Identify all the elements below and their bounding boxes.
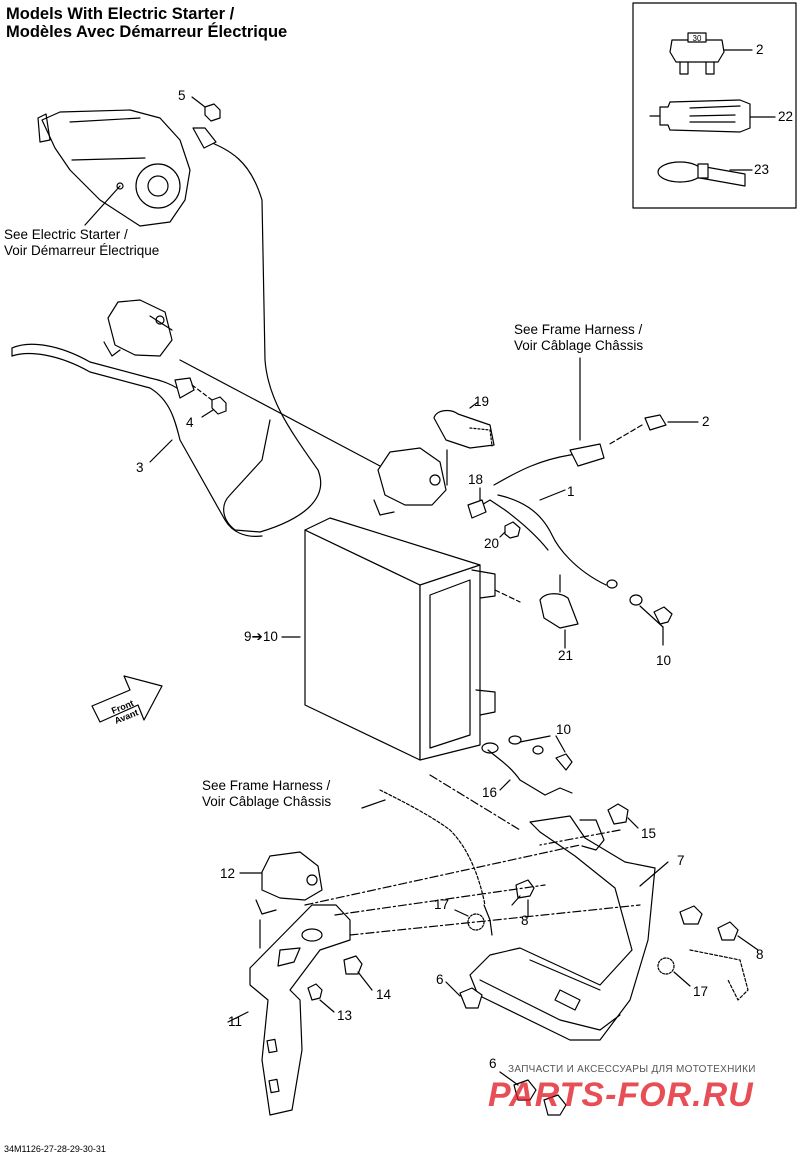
callout-2: 2 — [702, 414, 710, 429]
callout-10-lower: 10 — [556, 722, 572, 737]
starter-solenoid-top — [103, 299, 173, 357]
nut-part-4 — [211, 396, 227, 415]
cable-tie-part-23 — [657, 161, 746, 187]
electric-starter-motor — [37, 109, 191, 227]
positive-cable-part-1 — [493, 451, 607, 586]
note-electric-starter-1: See Electric Starter / — [4, 227, 128, 242]
callout-17: 17 — [434, 897, 450, 912]
grommet-part-6 — [459, 987, 483, 1009]
callout-16: 16 — [482, 785, 498, 800]
note-electric-starter-2: Voir Démarreur Électrique — [4, 243, 160, 258]
cable-part-3 — [11, 343, 263, 537]
screw-part-10-lower — [555, 753, 573, 771]
watermark-tagline: ЗАПЧАСТИ И АКСЕССУАРЫ ДЛЯ МОТОТЕХНИКИ — [508, 1064, 756, 1075]
callout-15: 15 — [641, 826, 657, 841]
callout-1: 1 — [567, 484, 575, 499]
callout-9-10: 9➔10 — [244, 629, 278, 644]
callout-11: 11 — [228, 1014, 243, 1029]
callout-14: 14 — [376, 987, 392, 1002]
starter-cable — [204, 139, 322, 533]
callout-23: 23 — [754, 162, 770, 177]
watermark-brand: PARTS-FOR.RU — [488, 1076, 754, 1114]
nut-part-5 — [204, 103, 221, 122]
callout-6: 6 — [436, 972, 444, 987]
tube-part-22 — [649, 99, 751, 133]
callout-8: 8 — [521, 913, 529, 928]
callout-6-lower: 6 — [489, 1056, 497, 1071]
battery-tray-part-7 — [469, 815, 656, 1041]
frame-harness-lower — [379, 789, 486, 906]
callout-18: 18 — [468, 472, 484, 487]
callout-2-inset: 2 — [756, 42, 764, 57]
callout-17-right: 17 — [693, 984, 709, 999]
callout-21: 21 — [558, 648, 574, 663]
note-frame-harness-top-2: Voir Câblage Châssis — [514, 338, 644, 353]
bolt-part-8 — [515, 879, 535, 899]
nut-part-13 — [307, 983, 323, 1001]
terminal-boot-part-19 — [433, 409, 495, 449]
note-frame-harness-top-1: See Frame Harness / — [514, 322, 643, 337]
boot-part-21 — [539, 593, 579, 629]
callout-12: 12 — [220, 866, 236, 881]
front-direction-arrow — [91, 675, 163, 723]
inset-box — [632, 2, 797, 209]
callout-10: 10 — [656, 653, 672, 668]
callout-8-right: 8 — [756, 947, 764, 962]
starter-solenoid-mid — [373, 447, 447, 516]
callout-7: 7 — [677, 853, 685, 868]
page-title-line2: Modèles Avec Démarreur Électrique — [6, 23, 288, 41]
callout-5: 5 — [178, 88, 186, 103]
callout-13: 13 — [337, 1008, 353, 1023]
note-frame-harness-bottom-1: See Frame Harness / — [202, 778, 331, 793]
callout-20: 20 — [484, 536, 500, 551]
callout-19: 19 — [474, 394, 490, 409]
fuse-rating-label: 30 — [693, 34, 702, 43]
starter-solenoid-part-12 — [255, 851, 323, 915]
diagram-code: 34M1126-27-28-29-30-31 — [4, 1144, 106, 1154]
callout-3: 3 — [136, 460, 144, 475]
battery — [304, 517, 496, 761]
nut-part-15 — [607, 803, 629, 825]
bolt-part-14 — [343, 955, 363, 975]
washer — [606, 579, 618, 589]
callout-22: 22 — [778, 109, 794, 124]
page-title-line1: Models With Electric Starter / — [6, 5, 235, 23]
screw-part-10 — [653, 606, 673, 625]
star-washer-part-17-right — [657, 957, 675, 975]
fuse-part-2-inset — [669, 32, 725, 75]
note-frame-harness-bottom-2: Voir Câblage Châssis — [202, 794, 332, 809]
mounting-bracket-part-11 — [249, 904, 351, 1116]
nut-part-20 — [504, 521, 521, 539]
star-washer-part-17 — [467, 913, 485, 931]
callout-4: 4 — [186, 415, 194, 430]
